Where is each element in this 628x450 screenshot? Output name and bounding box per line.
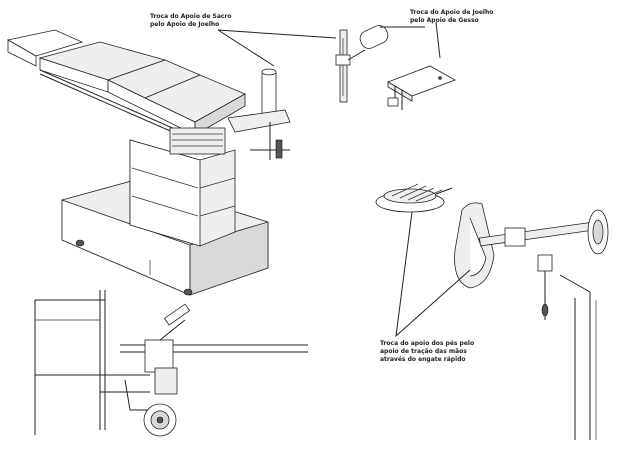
detail-inset xyxy=(34,290,308,437)
foot-support-accessory xyxy=(375,183,453,213)
foot-swap-line-1: Troca do apoio dos pés pelo xyxy=(380,340,474,347)
plaster-support-accessory xyxy=(387,65,456,110)
knee-swap-line-2: pelo Apoio de Gesso xyxy=(410,17,479,24)
leader-lines xyxy=(217,21,471,338)
foot-swap-label: Troca do apoio dos pés pelo apoio de tra… xyxy=(380,340,476,363)
foot-swap-line-3: através do engate rápido xyxy=(380,356,466,363)
sacrum-swap-line-2: pelo Apoio de Joelho xyxy=(150,21,219,28)
foot-swap-line-2: apoio de tração das mãos xyxy=(380,348,467,355)
hand-traction-accessory xyxy=(454,202,609,440)
sacrum-swap-label: Troca do Apoio de Sacro pelo Apoio de Jo… xyxy=(150,13,234,28)
knee-swap-label: Troca do Apoio de Joelho pelo Apoio de G… xyxy=(410,9,495,24)
operating-table xyxy=(6,29,291,296)
knee-support-accessory xyxy=(335,25,389,103)
knee-swap-line-1: Troca do Apoio de Joelho xyxy=(410,9,493,16)
sacrum-swap-line-1: Troca do Apoio de Sacro xyxy=(150,13,232,20)
